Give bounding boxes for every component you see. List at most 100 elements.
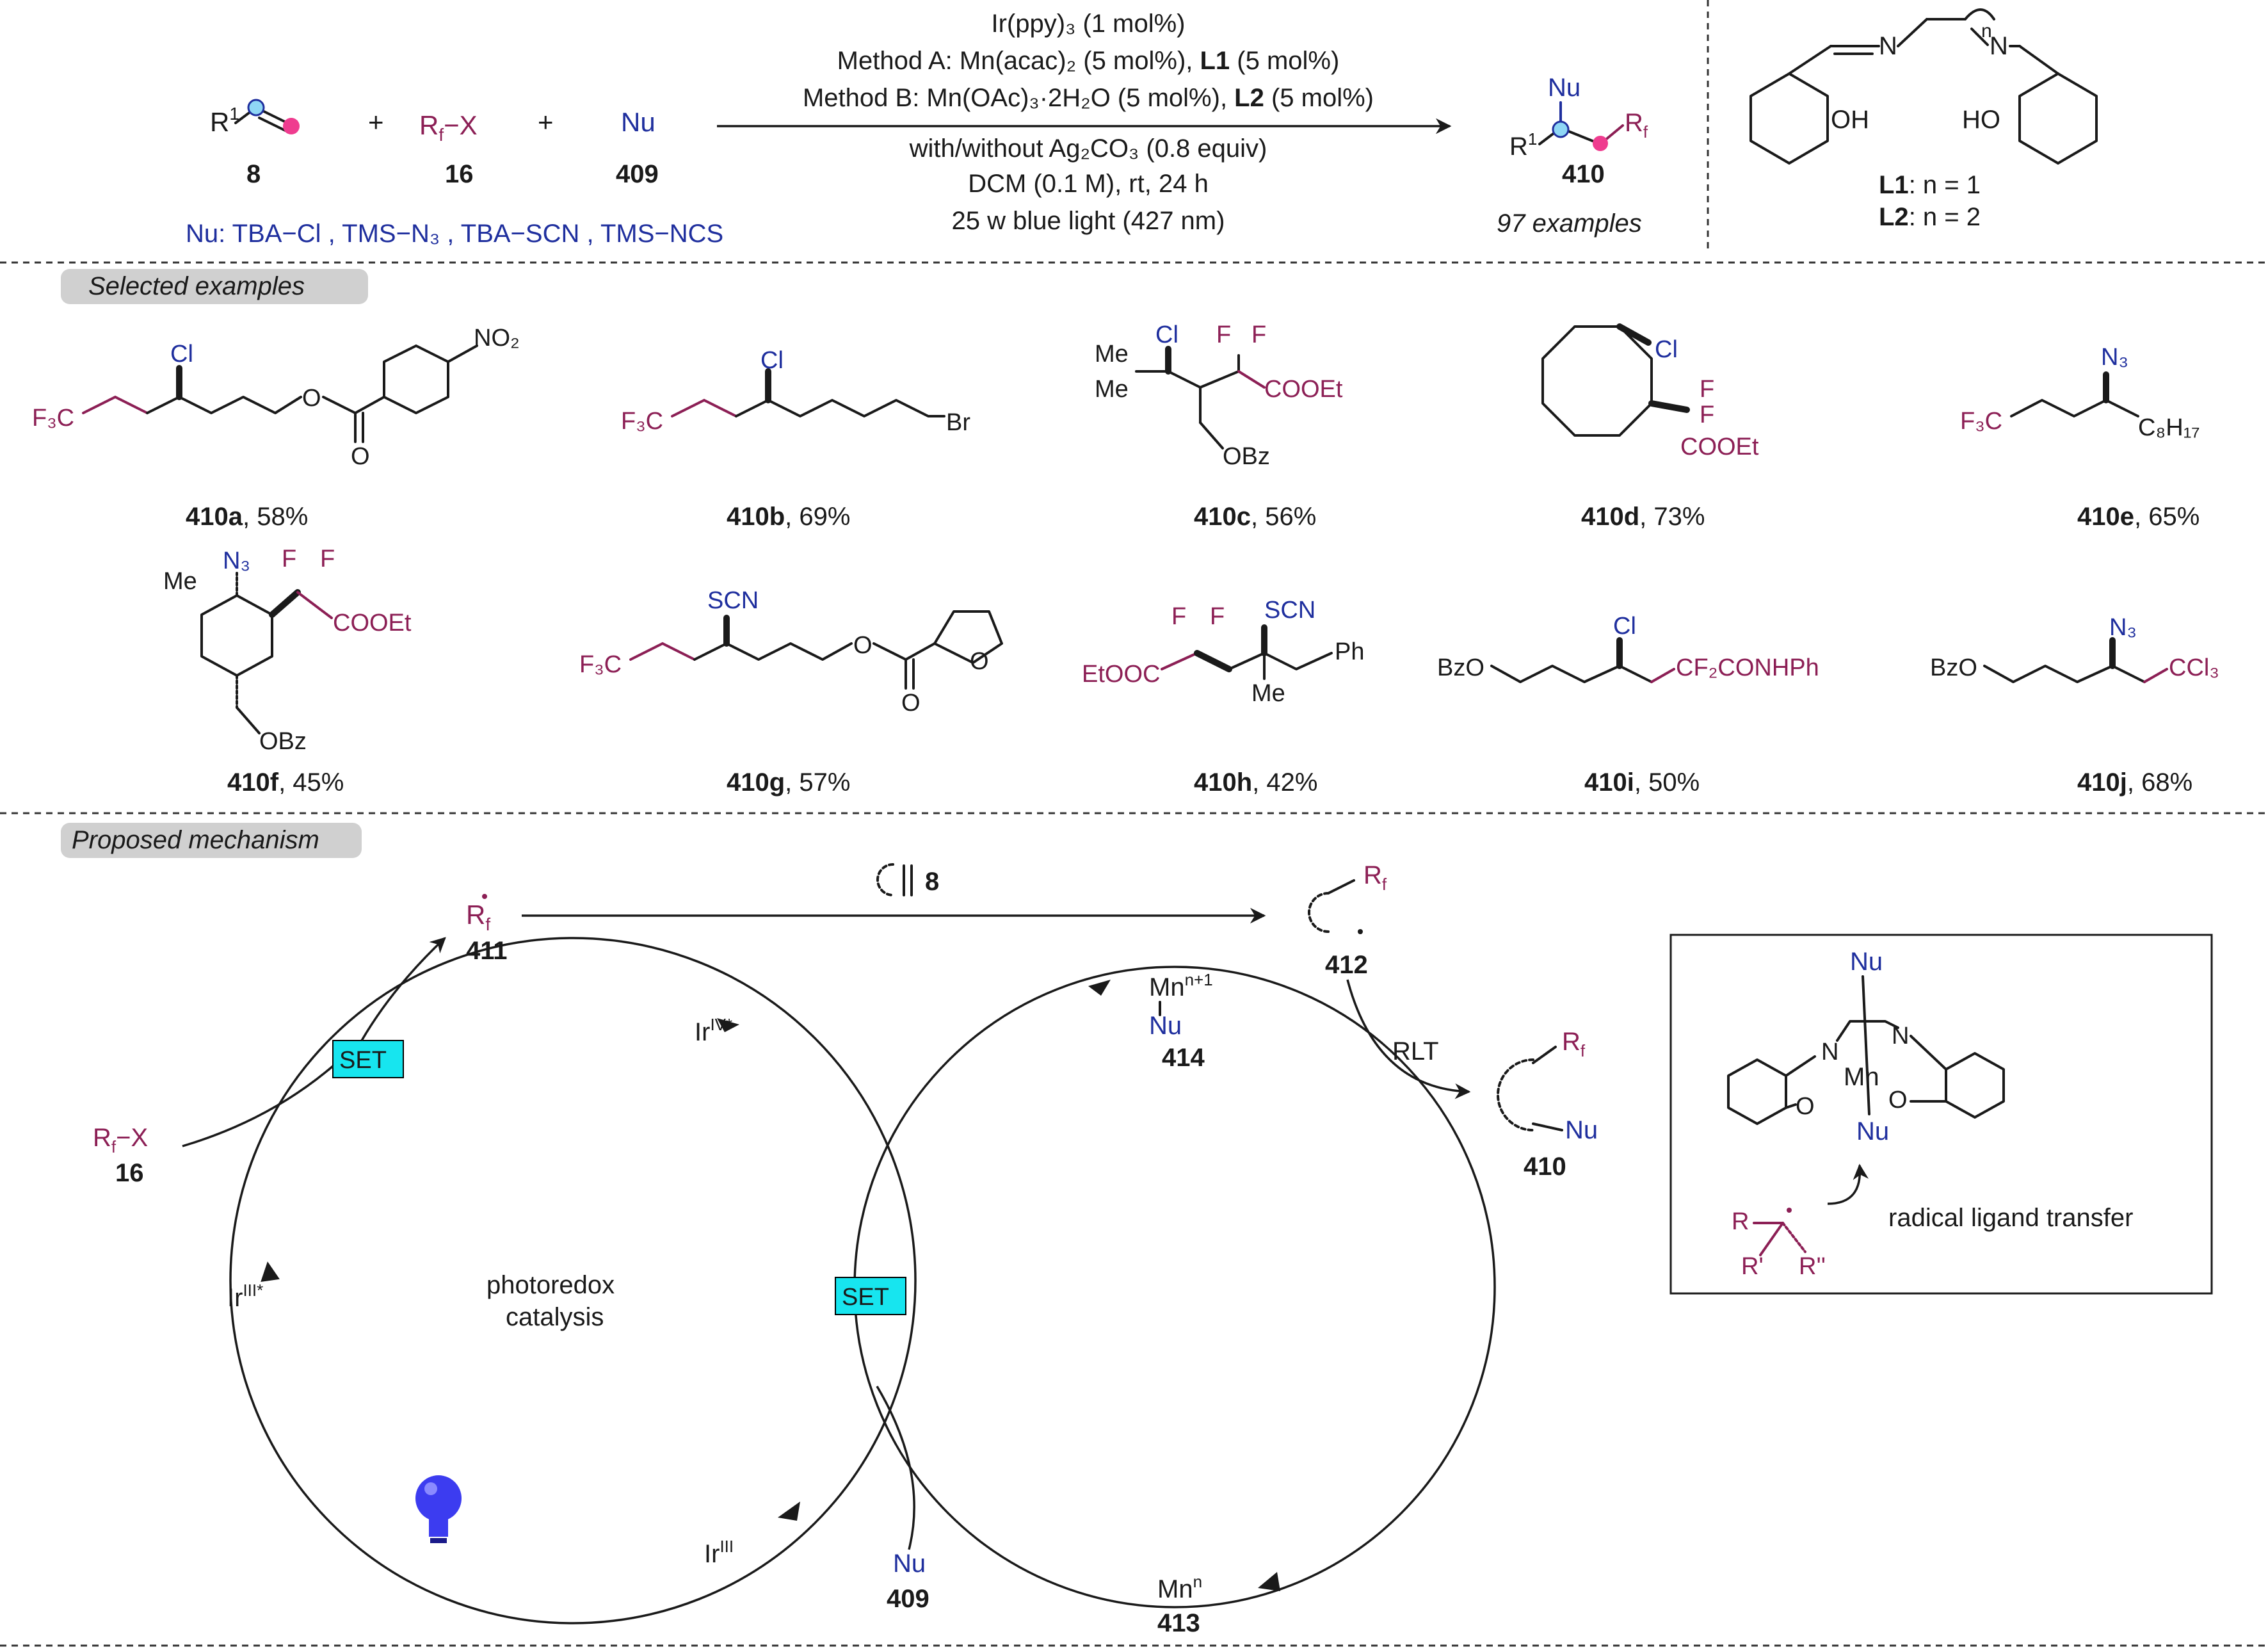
set-label-center: SET (842, 1284, 889, 1311)
caption-410i: 410i, 50% (1584, 768, 1700, 797)
label-cooet: COOEt (333, 610, 412, 636)
ligand-l2-def: L2: n = 2 (1879, 203, 1981, 231)
label-cl: Cl (1655, 336, 1678, 363)
rfx-mech: Rf−X (93, 1124, 148, 1156)
condition-method-a: Method A: Mn(acac)₂ (5 mol%), L1 (5 mol%… (837, 47, 1340, 75)
ir-iii-species: IrIII (704, 1537, 734, 1568)
structure-410j: BzO N₃ CCl₃ 410j, 68% (1930, 614, 2219, 797)
structure-410d: Cl F F COOEt 410d, 73% (1541, 323, 1759, 531)
nu-409-mech: Nu 409 (876, 1386, 929, 1613)
mn-n-413: Mnn 413 (1157, 1572, 1202, 1637)
structure-410i: BzO Cl CF₂CONHPh 410i, 50% (1437, 613, 1819, 797)
inset-r: R (1732, 1208, 1749, 1235)
inset-caption: radical ligand transfer (1888, 1204, 2133, 1232)
label-f-2: F (1700, 401, 1714, 428)
ligand-n2: N (1990, 32, 2008, 60)
rf-410-mech: Rf (1562, 1028, 1586, 1060)
label-bzo: BzO (1437, 654, 1484, 681)
nu-409-label: Nu (893, 1550, 926, 1578)
product-410: Nu R1 Rf 410 97 examples (1497, 74, 1648, 238)
ir-iii-star-species: IrIII* (227, 1281, 263, 1312)
r1-label: R1 (210, 104, 239, 137)
inset-n1: N (1821, 1039, 1838, 1065)
caption-410g: 410g, 57% (727, 768, 850, 797)
set-box-left: SET (332, 1040, 404, 1078)
nu-410-mech: Nu (1565, 1116, 1598, 1144)
cpd-413-label: 413 (1157, 1609, 1200, 1637)
label-me-1: Me (1095, 341, 1129, 368)
label-n3: N₃ (2101, 344, 2128, 371)
label-cf2conhph: CF₂CONHPh (1676, 654, 1819, 681)
inset-r-double-prime: R'' (1799, 1253, 1826, 1280)
inset-nu-bottom: Nu (1856, 1117, 1889, 1146)
nucleophile-409: Nu 409 (616, 107, 659, 188)
cpd-16-label: 16 (445, 160, 474, 188)
inset-nu-top: Nu (1850, 948, 1883, 976)
label-n3: N₃ (2109, 614, 2137, 641)
ir-iv-species: IrIV* (695, 1015, 732, 1046)
rf-x-reactant: Rf−X 16 (93, 1124, 148, 1187)
label-o-furan: O (970, 648, 989, 675)
structure-410g: F₃C SCN O O O 410g, 57% (579, 587, 1003, 797)
cpd-16-mech: 16 (115, 1159, 144, 1187)
label-o-carbonyl: O (901, 690, 921, 717)
label-no2: NO₂ (474, 325, 520, 352)
ligand-l1-def: L1: n = 1 (1879, 171, 1981, 199)
caption-410h: 410h, 42% (1194, 768, 1317, 797)
light-bulb-icon (415, 1475, 462, 1543)
label-me: Me (163, 568, 197, 595)
caption-410c: 410c, 56% (1194, 503, 1316, 531)
label-f-1: F (1216, 321, 1231, 348)
condition-method-b: Method B: Mn(OAc)₃·2H₂O (5 mol%), L2 (5 … (803, 84, 1374, 112)
product-rf: Rf (1625, 109, 1648, 142)
label-scn: SCN (1264, 597, 1315, 624)
mn-n1: Mnn+1 (1149, 970, 1213, 1001)
alkene-8-reagent: 8 (876, 863, 939, 896)
structure-410e: F₃C N₃ C₈H₁₇ 410e, 65% (1960, 344, 2200, 531)
ligand-n-index: n (1981, 20, 1992, 42)
product-r1: R1 (1509, 129, 1537, 161)
nu-label: Nu (621, 107, 655, 137)
product-410-mech: Rf Nu 410 (1497, 1028, 1598, 1181)
label-f-2: F (320, 546, 335, 572)
label-f-1: F (1700, 376, 1714, 403)
structure-410c: Me Me Cl OBz F F COOEt 410c, 56% (1095, 321, 1343, 531)
radical-412: Rf 412 (1308, 861, 1387, 979)
plus-sign-1: + (368, 107, 384, 137)
caption-410d: 410d, 73% (1581, 503, 1705, 531)
label-n3: N₃ (223, 547, 250, 574)
condition-light: 25 w blue light (427 nm) (952, 207, 1225, 235)
caption-410a: 410a, 58% (186, 503, 308, 531)
label-obz: OBz (259, 728, 307, 755)
photoredox-cycle (229, 937, 917, 1624)
cpd-409-mech: 409 (887, 1585, 929, 1613)
nucleophile-list: Nu: TBA−Cl , TMS−N₃ , TBA−SCN , TMS−NCS (186, 220, 723, 248)
rf-x-reagent: Rf−X 16 (419, 110, 478, 188)
photoredox-label-2: catalysis (506, 1303, 604, 1331)
structure-410h: EtOOC F F SCN Me Ph 410h, 42% (1082, 597, 1364, 797)
inset-rlt-box: Nu Nu Mn N N O O R R' R'' radical ligand… (1669, 934, 2213, 1295)
example-count: 97 examples (1497, 209, 1642, 238)
condition-catalyst: Ir(ppy)₃ (1 mol%) (992, 10, 1186, 38)
label-obz: OBz (1223, 443, 1270, 470)
label-f3c: F₃C (1960, 408, 2002, 435)
rlt-label: RLT (1392, 1037, 1439, 1065)
label-f-2: F (1251, 321, 1266, 348)
caption-410b: 410b, 69% (727, 503, 850, 531)
section-title-examples: Selected examples (88, 272, 305, 300)
set-label-left: SET (339, 1047, 387, 1074)
caption-410j: 410j, 68% (2077, 768, 2192, 797)
inset-r-prime: R' (1741, 1253, 1764, 1280)
label-ccl3: CCl₃ (2169, 654, 2219, 681)
ligand-oh-left: OH (1831, 106, 1869, 134)
label-ph: Ph (1335, 638, 1364, 665)
radical-411: Rf 411 (466, 894, 508, 965)
cpd-411-label: 411 (466, 937, 508, 965)
label-o-carbonyl: O (351, 443, 370, 470)
section-selected-examples: Selected examples F₃C Cl O O NO₂ 410a, 5… (32, 269, 2219, 797)
label-f-2: F (1210, 603, 1225, 630)
cpd-412-label: 412 (1325, 951, 1368, 979)
cpd-8-label: 8 (246, 160, 261, 188)
label-br: Br (946, 409, 970, 436)
